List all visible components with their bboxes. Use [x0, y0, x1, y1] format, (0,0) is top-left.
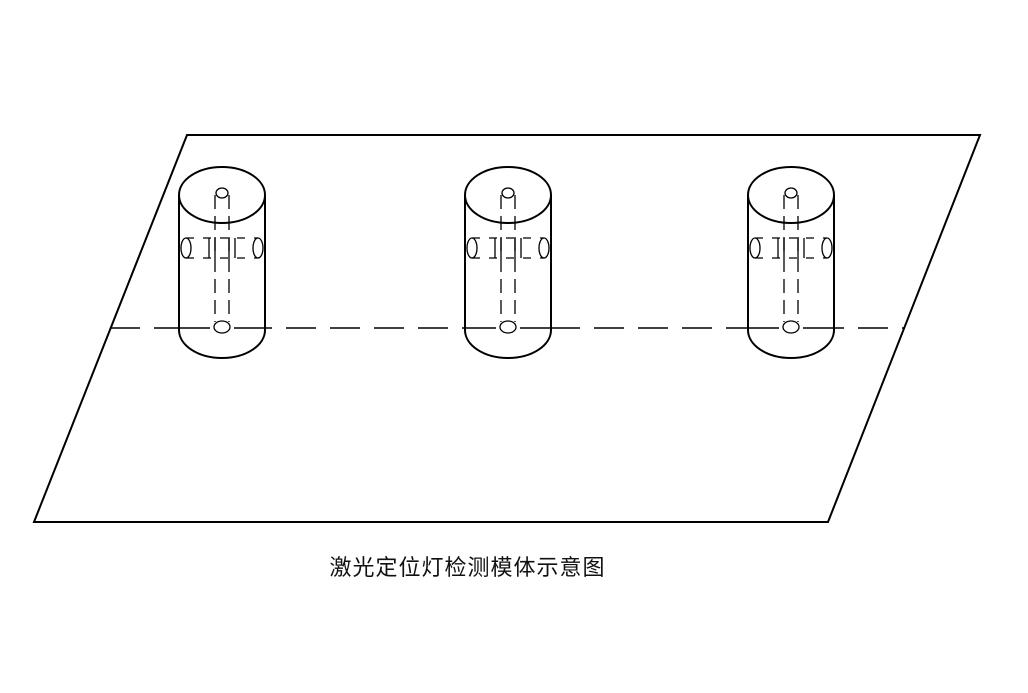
right-cylinder — [747, 166, 835, 359]
middle-cylinder — [464, 166, 552, 359]
diagram-caption: 激光定位灯检测模体示意图 — [329, 556, 606, 581]
base-plate — [32, 134, 982, 523]
left-cylinder — [178, 166, 266, 359]
